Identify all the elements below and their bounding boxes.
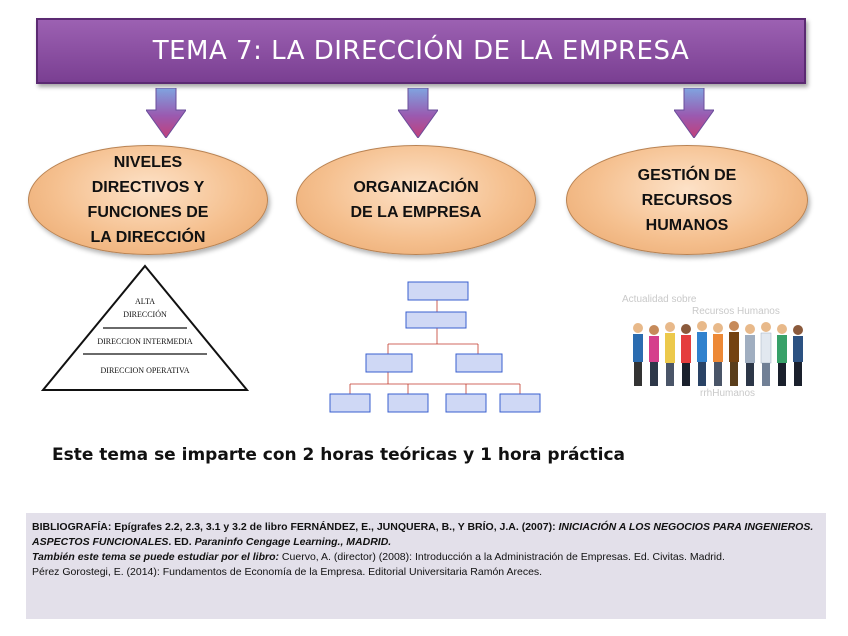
bibliography-text: . ED.: [168, 536, 195, 548]
hr-caption: Actualidad sobre: [622, 294, 697, 305]
bibliography-text: Epígrafes 2.2, 2.3, 3.1 y 3.2 de libro F…: [111, 521, 559, 533]
pyramid-top-label: ALTA: [135, 297, 155, 306]
down-arrow-icon: [674, 88, 714, 138]
org-box: [499, 393, 541, 413]
bibliography-entry-1: BIBLIOGRAFÍA: Epígrafes 2.2, 2.3, 3.1 y …: [32, 520, 820, 550]
org-chart: [329, 281, 541, 413]
org-box: [445, 393, 487, 413]
book-title: INICIACIÓN A LOS NEGOCIOS PARA INGENIERO…: [32, 521, 814, 548]
org-box: [405, 311, 467, 329]
publisher: Paraninfo Cengage Learning., MADRID.: [194, 536, 392, 548]
alt-book-label: También este tema se puede estudiar por …: [32, 551, 280, 563]
pyramid-top-label: DIRECCIÓN: [123, 309, 167, 319]
org-box: [407, 281, 469, 301]
bibliography-label: BIBLIOGRAFÍA:: [32, 521, 112, 533]
people-group-icon: [633, 321, 803, 386]
oval-organizacion: ORGANIZACIÓN DE LA EMPRESA: [296, 145, 536, 255]
org-box: [387, 393, 429, 413]
down-arrow-icon: [398, 88, 438, 138]
bibliography-text: Cuervo, A. (director) (2008): Introducci…: [279, 551, 725, 563]
bibliography-entry-2: También este tema se puede estudiar por …: [32, 550, 820, 565]
oval-recursos-humanos: GESTIÓN DE RECURSOS HUMANOS: [566, 145, 808, 255]
hr-caption: rrhHumanos: [700, 388, 756, 399]
down-arrow-icon: [146, 88, 186, 138]
pyramid-middle-label: DIRECCION INTERMEDIA: [97, 337, 193, 346]
slide-title: TEMA 7: LA DIRECCIÓN DE LA EMPRESA: [152, 36, 690, 66]
hr-caption: Recursos Humanos: [692, 306, 780, 317]
org-box: [455, 353, 503, 373]
org-box: [329, 393, 371, 413]
oval-label: ORGANIZACIÓN DE LA EMPRESA: [350, 179, 482, 221]
bibliography-box: BIBLIOGRAFÍA: Epígrafes 2.2, 2.3, 3.1 y …: [26, 513, 826, 619]
bibliography-entry-3: Pérez Gorostegi, E. (2014): Fundamentos …: [32, 566, 543, 578]
management-pyramid: ALTA DIRECCIÓN DIRECCION INTERMEDIA DIRE…: [40, 264, 250, 391]
title-banner: TEMA 7: LA DIRECCIÓN DE LA EMPRESA: [36, 18, 806, 84]
oval-niveles-directivos: NIVELES DIRECTIVOS Y FUNCIONES DE LA DIR…: [28, 145, 268, 255]
oval-label: NIVELES DIRECTIVOS Y FUNCIONES DE LA DIR…: [87, 154, 209, 246]
pyramid-bottom-label: DIRECCION OPERATIVA: [101, 366, 190, 375]
hr-people-image: Actualidad sobre Recursos Humanos rrhHum…: [620, 290, 816, 402]
oval-label: GESTIÓN DE RECURSOS HUMANOS: [637, 166, 737, 234]
org-box: [365, 353, 413, 373]
session-info: Este tema se imparte con 2 horas teórica…: [52, 445, 626, 465]
